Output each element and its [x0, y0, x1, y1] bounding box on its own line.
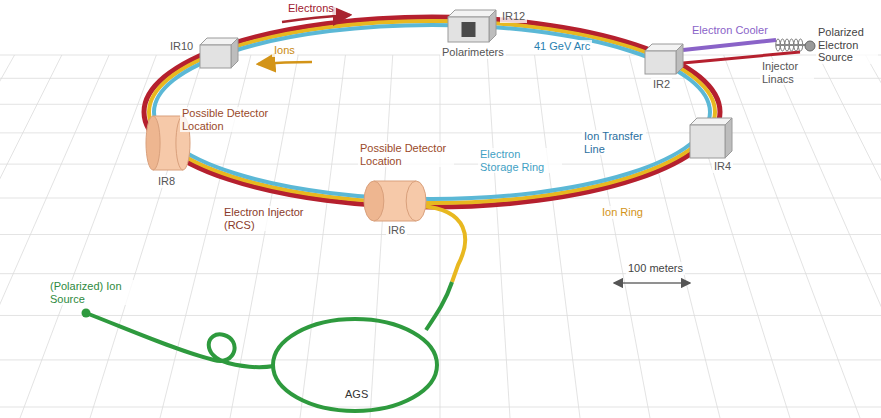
ring-label: Electron Storage Ring	[478, 148, 562, 173]
region-label: IR4	[712, 160, 733, 173]
node-label: Possible Detector Location	[180, 107, 276, 132]
ion-source-dot	[82, 309, 91, 318]
node-shape	[200, 38, 238, 68]
region-label: IR10	[168, 40, 195, 53]
node-shape	[364, 180, 426, 222]
interaction-region-box: IR4	[690, 118, 732, 158]
region-label: IR12	[500, 10, 527, 23]
component-label: Electron Cooler	[690, 24, 770, 37]
ion-transfer-line	[422, 206, 465, 282]
node-label: Polarimeters	[440, 46, 506, 59]
electron-direction-arrow	[282, 15, 350, 22]
ion-transfer-line-green	[426, 282, 452, 330]
scale-bar-right	[660, 282, 690, 283]
node-shape	[448, 10, 496, 42]
interaction-region-box: IR10	[200, 38, 238, 68]
interaction-region-box: IR2	[645, 44, 683, 74]
ring-label: AGS	[343, 388, 370, 401]
electron-cooler-line	[683, 40, 776, 50]
node-label: Possible Detector Location	[358, 142, 454, 167]
beam-label: Electrons	[286, 2, 336, 15]
region-label: IR6	[386, 224, 407, 237]
electron-ring	[144, 17, 720, 207]
ags-ring	[273, 319, 437, 411]
source-label: (Polarized) Ion Source	[48, 280, 134, 305]
ring-label: Electron Injector (RCS)	[222, 206, 316, 231]
component-label: Polarized Electron Source	[816, 26, 878, 64]
scale-bar-left	[614, 282, 640, 283]
region-label: IR8	[156, 175, 177, 188]
line-label: Ion Transfer Line	[582, 130, 646, 155]
detector-cylinder: Possible Detector LocationIR6	[364, 180, 426, 222]
perspective-grid	[0, 55, 881, 418]
node-shape	[645, 44, 683, 74]
ion-direction-arrow	[258, 62, 312, 64]
storage-ring	[154, 25, 710, 199]
electron-source-sphere	[805, 41, 815, 51]
interaction-region-box: IR12Polarimeters	[448, 10, 496, 42]
ion-ring	[149, 21, 715, 203]
scale-label: 100 meters	[626, 262, 685, 275]
arc-label: 41 GeV Arc	[532, 40, 592, 53]
detector-cylinder: Possible Detector LocationIR8	[146, 115, 190, 171]
region-label: IR2	[651, 78, 672, 91]
ring-label: Ion Ring	[600, 206, 645, 219]
ion-source-line	[86, 313, 274, 367]
node-shape	[690, 118, 732, 158]
beam-label: Ions	[272, 44, 297, 57]
component-label: Injector Linacs	[760, 60, 814, 85]
